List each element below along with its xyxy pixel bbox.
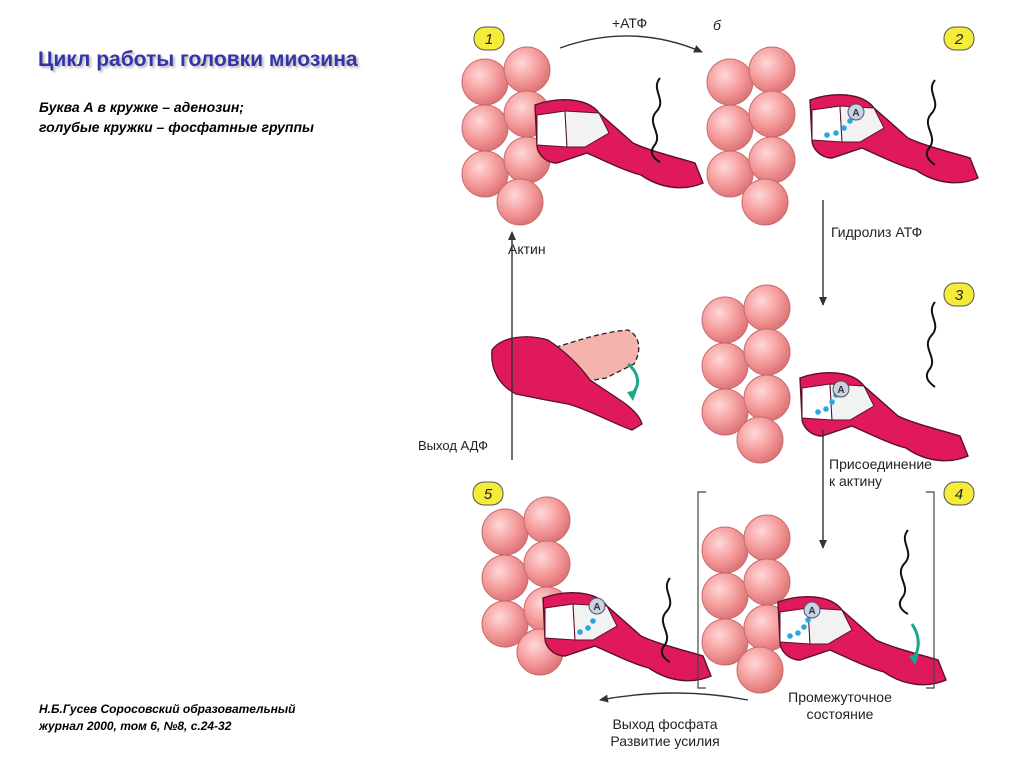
legend-text: Буква А в кружке – аденозин; голубые кру…: [39, 97, 314, 138]
citation: Н.Б.Гусев Соросовский образовательный жу…: [39, 701, 295, 736]
svg-text:3: 3: [955, 287, 964, 304]
citation-line-2: журнал 2000, том 6, №8, с.24-32: [39, 719, 232, 734]
step-badge-1: 1: [473, 26, 505, 51]
atp-complex-3: А: [815, 380, 850, 415]
adp-release-label: Выход АДФ: [418, 438, 489, 453]
page-title: Цикл работы головки миозина: [38, 48, 358, 71]
myosin-head-1: [534, 99, 704, 189]
legend-line-adenosine: Буква А в кружке – аденозин;: [39, 99, 244, 115]
atp-complex-4: А: [787, 601, 821, 639]
step-badge-4: 4: [943, 481, 975, 506]
phosphate-release-label: Выход фосфата Развитие усилия: [590, 716, 740, 750]
atp-complex-5: А: [577, 597, 606, 635]
actin-filament-3: [701, 284, 791, 464]
phosphate-label-line-2: Развитие усилия: [610, 732, 720, 749]
attachment-label: Присоединение к актину: [829, 456, 932, 490]
myosin-head-2: [809, 94, 979, 184]
intermediate-bracket-left: [697, 491, 706, 689]
attachment-label-line-2: к актину: [829, 472, 883, 489]
intermediate-label-line-1: Промежуточное: [788, 689, 892, 705]
adenosine-letter-3: А: [837, 385, 844, 396]
detached-myosin-head: [491, 329, 643, 431]
svg-text:2: 2: [954, 31, 964, 48]
adenosine-letter-4: А: [808, 606, 815, 617]
atp-binding-arrow: [559, 35, 703, 53]
actin-filament-2: [706, 46, 796, 226]
svg-text:4: 4: [955, 486, 963, 503]
adenosine-letter-2: А: [852, 108, 859, 119]
citation-line-1: Н.Б.Гусев Соросовский образовательный: [39, 702, 296, 716]
actin-label: Актин: [508, 241, 546, 257]
intermediate-label-line-2: состояние: [806, 705, 874, 722]
phosphate-release-arrow: [599, 692, 749, 703]
phosphate-label-line-1: Выход фосфата: [612, 716, 718, 732]
atp-complex-2: А: [824, 103, 865, 138]
myosin-head-3: [799, 372, 969, 462]
intermediate-bracket-right: [926, 491, 935, 689]
svg-text:5: 5: [484, 486, 493, 503]
step-badge-5: 5: [472, 481, 504, 506]
myosin-tails: [650, 77, 937, 663]
attachment-label-line-1: Присоединение: [829, 456, 932, 472]
myosin-head-5: [542, 592, 712, 682]
atp-label: +АТФ: [612, 15, 648, 31]
adenosine-letter-5: А: [593, 602, 600, 613]
svg-text:1: 1: [485, 31, 493, 48]
hydrolysis-label: Гидролиз АТФ: [831, 224, 923, 240]
myosin-head-4: [777, 596, 947, 686]
intermediate-state-label: Промежуточное состояние: [765, 689, 915, 723]
b-label: б: [713, 17, 721, 33]
actin-filament-4: [701, 514, 791, 694]
step-badge-3: 3: [943, 282, 975, 307]
legend-line-phosphate: голубые кружки – фосфатные группы: [39, 119, 314, 136]
step-badge-2: 2: [943, 26, 975, 51]
